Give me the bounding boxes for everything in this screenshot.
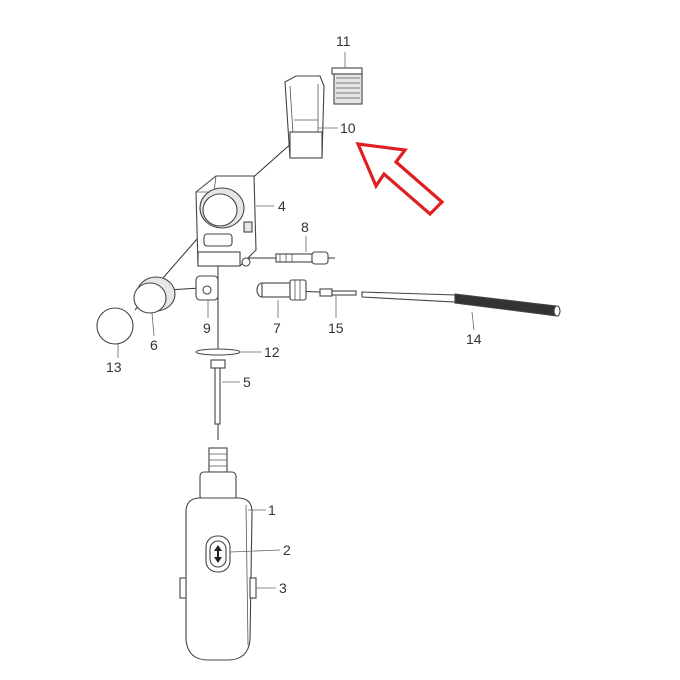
part-7-fitting — [256, 279, 307, 301]
part-10-filter-housing — [284, 75, 325, 159]
part-3-side-button — [179, 577, 257, 599]
part-4-valve-body — [195, 175, 257, 267]
part-1-tool-body — [185, 497, 253, 661]
callout-2: 2 — [283, 542, 291, 558]
callout-8: 8 — [301, 219, 309, 235]
part-2-switch — [205, 535, 231, 573]
callout-6: 6 — [150, 337, 158, 353]
callout-7: 7 — [273, 320, 281, 336]
part-11-filter-cartridge — [331, 67, 363, 105]
callout-4: 4 — [278, 198, 286, 214]
callout-12: 12 — [264, 344, 280, 360]
callout-5: 5 — [243, 374, 251, 390]
callout-1: 1 — [268, 502, 276, 518]
tool-inlet-fitting — [199, 447, 237, 501]
part-9-gasket — [195, 275, 219, 301]
part-15-nipple — [319, 288, 357, 297]
highlight-arrow — [355, 142, 445, 217]
callout-labels: 11 10 4 8 7 15 14 9 6 13 12 5 1 2 3 — [106, 33, 482, 596]
leader-lines — [117, 52, 475, 589]
part-12-washer — [195, 348, 241, 356]
part-14-hose — [361, 291, 561, 317]
part-5-stem — [210, 359, 226, 425]
callout-3: 3 — [279, 580, 287, 596]
part-13-disc — [96, 307, 134, 345]
callout-15: 15 — [328, 320, 344, 336]
callout-10: 10 — [340, 120, 356, 136]
callout-14: 14 — [466, 331, 482, 347]
callout-9: 9 — [203, 320, 211, 336]
callout-13: 13 — [106, 359, 122, 375]
part-6-cap — [133, 276, 176, 314]
callout-11: 11 — [336, 33, 351, 49]
part-8-bolt — [275, 251, 329, 265]
